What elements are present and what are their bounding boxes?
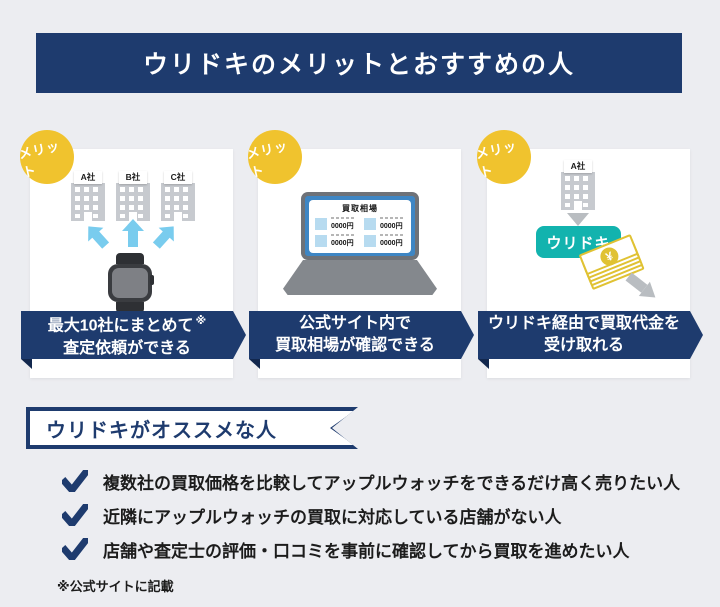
building-body xyxy=(161,183,195,221)
laptop-icon: 買取相場 0000円 0000円 xyxy=(283,192,437,295)
caption-line: 買取相場が確認できる xyxy=(275,337,435,354)
price-panel-title: 買取相場 xyxy=(342,204,378,213)
recommend-item-text: 複数社の買取価格を比較してアップルウォッチをできるだけ高く売りたい人 xyxy=(103,473,681,493)
caption-line: 最大10社にまとめて※ xyxy=(47,315,207,335)
company-label: A社 xyxy=(564,160,592,173)
recommend-heading-ribbon: ウリドキがオススメな人 xyxy=(26,407,358,449)
company-label: A社 xyxy=(74,171,102,184)
caption-line: 公式サイト内で xyxy=(298,315,411,332)
money-stack-icon: ¥ xyxy=(578,233,661,305)
thumbnail-placeholder xyxy=(315,235,327,247)
merit-badge: メリット xyxy=(17,130,74,184)
text-placeholder xyxy=(331,234,355,236)
laptop-bezel: 買取相場 0000円 0000円 xyxy=(301,192,419,260)
up-arrow-icon xyxy=(122,219,144,247)
recommend-item: 店舗や査定士の評価・口コミを事前に確認してから買取を進めたい人 xyxy=(62,536,630,562)
price-value: 0000円 xyxy=(380,223,403,230)
ribbon-inner xyxy=(30,411,354,445)
check-icon xyxy=(62,470,88,492)
ribbon-fold xyxy=(249,359,260,369)
card-caption: 最大10社にまとめて※ 査定依頼ができる xyxy=(21,311,246,359)
merit-badge-label: メリット xyxy=(17,138,62,181)
merit-badge: メリット xyxy=(474,130,531,184)
card-caption: 公式サイト内で 買取相場が確認できる xyxy=(249,311,474,359)
price-item: 0000円 xyxy=(315,217,356,231)
price-item: 0000円 xyxy=(364,234,405,248)
price-value: 0000円 xyxy=(331,223,354,230)
ribbon-fold xyxy=(21,359,32,369)
thumbnail-placeholder xyxy=(315,218,327,230)
watch-strap xyxy=(116,253,144,264)
watch-body xyxy=(108,264,154,302)
uridoki-label: ウリドキ xyxy=(546,234,611,252)
merit-badge-label: メリット xyxy=(245,138,290,181)
apple-watch-icon xyxy=(108,253,154,313)
down-arrow-icon xyxy=(567,213,589,226)
merit-badge: メリット xyxy=(245,130,302,184)
merit-card-3: メリット A社 ウリドキ ¥ xyxy=(474,130,690,378)
building-body xyxy=(71,183,105,221)
laptop-screen: 買取相場 0000円 0000円 xyxy=(305,196,415,256)
building-icon: A社 xyxy=(71,171,105,221)
caption-line: 査定依頼ができる xyxy=(63,339,191,357)
watch-strap xyxy=(116,302,144,313)
building-icon: C社 xyxy=(161,171,195,221)
thumbnail-placeholder xyxy=(364,235,376,247)
building-icon: A社 xyxy=(561,160,595,210)
price-panel: 買取相場 0000円 0000円 xyxy=(309,200,411,253)
building-body xyxy=(116,183,150,221)
caption-line: ウリドキ経由で買取代金を xyxy=(487,315,680,332)
footnote: ※公式サイトに記載 xyxy=(57,579,174,594)
company-label: C社 xyxy=(164,171,192,184)
price-grid: 0000円 0000円 0000円 xyxy=(315,217,405,248)
merit-card-2: メリット 買取相場 0000円 xyxy=(245,130,461,378)
recommend-item-text: 近隣にアップルウォッチの買取に対応している店舗がない人 xyxy=(103,507,562,527)
caption-line: 受け取れる xyxy=(543,337,624,354)
thumbnail-placeholder xyxy=(364,218,376,230)
text-placeholder xyxy=(380,217,404,219)
merit-badge-label: メリット xyxy=(474,138,519,181)
watch-crown xyxy=(150,275,154,285)
footnote-mark: ※ xyxy=(195,315,207,328)
company-label: B社 xyxy=(119,171,147,184)
text-placeholder xyxy=(380,234,404,236)
merit-card-1: メリット A社 B社 C社 xyxy=(17,130,233,378)
card-caption: ウリドキ経由で買取代金を 受け取れる xyxy=(478,311,703,359)
title-banner: ウリドキのメリットとおすすめの人 xyxy=(36,33,682,93)
building-icon: B社 xyxy=(116,171,150,221)
up-arrow-icon xyxy=(88,226,110,249)
price-value: 0000円 xyxy=(331,240,354,247)
recommend-item: 複数社の買取価格を比較してアップルウォッチをできるだけ高く売りたい人 xyxy=(62,468,680,494)
building-body xyxy=(561,172,595,210)
price-value: 0000円 xyxy=(380,240,403,247)
up-arrow-icon xyxy=(152,226,174,249)
check-icon xyxy=(62,504,88,526)
recommend-heading: ウリドキがオススメな人 xyxy=(46,419,277,442)
watch-screen xyxy=(112,268,148,298)
laptop-base xyxy=(283,260,437,295)
recommend-item: 近隣にアップルウォッチの買取に対応している店舗がない人 xyxy=(62,502,562,528)
price-item: 0000円 xyxy=(364,217,405,231)
page-title: ウリドキのメリットとおすすめの人 xyxy=(142,51,575,79)
flow-arrow-icon xyxy=(623,269,661,305)
price-item: 0000円 xyxy=(315,234,356,248)
check-icon xyxy=(62,538,88,560)
recommend-item-text: 店舗や査定士の評価・口コミを事前に確認してから買取を進めたい人 xyxy=(103,541,630,561)
company-buildings: A社 B社 C社 xyxy=(71,171,195,221)
text-placeholder xyxy=(331,217,355,219)
ribbon-fold xyxy=(478,359,489,369)
